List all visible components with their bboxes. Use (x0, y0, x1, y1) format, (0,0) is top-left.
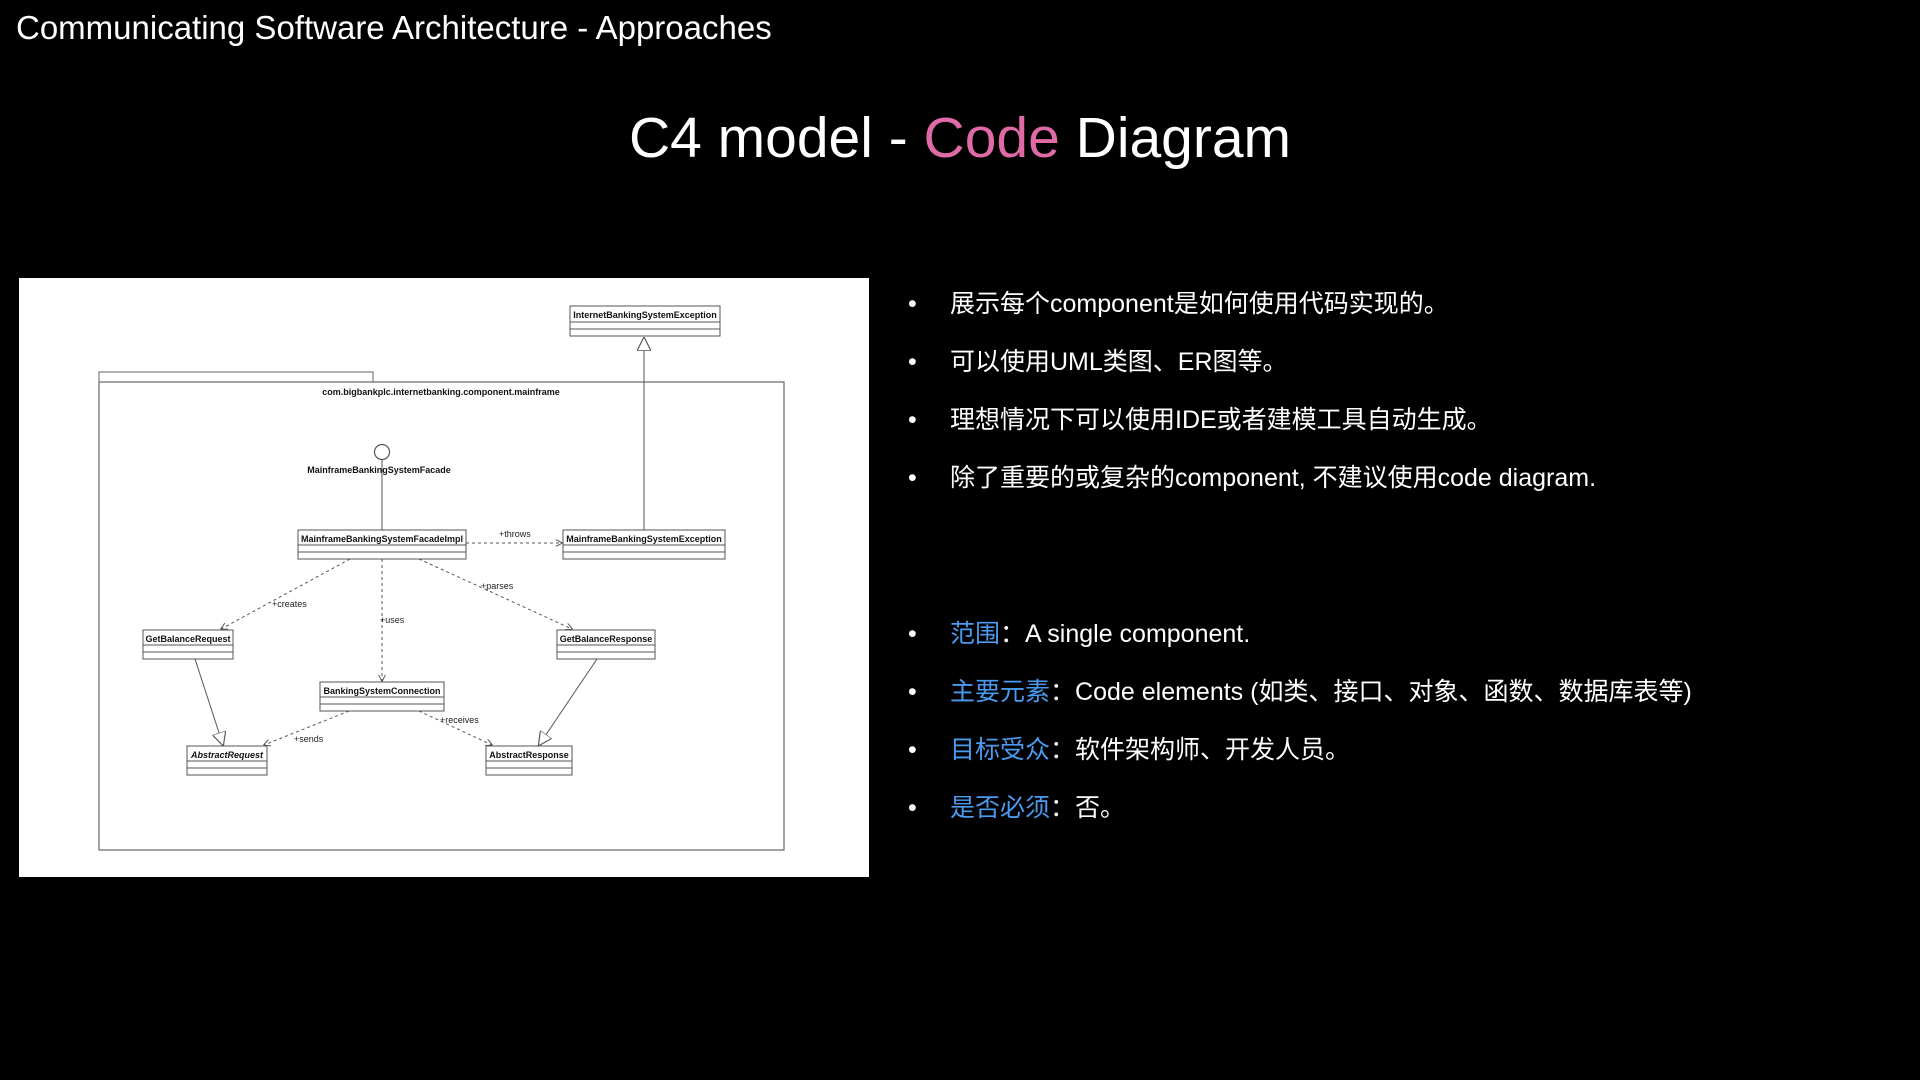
class-name: GetBalanceRequest (145, 634, 230, 644)
property-value: 软件架构师、开发人员。 (1075, 736, 1351, 764)
package-frame (98, 381, 785, 851)
bullet-dot: • (908, 678, 917, 706)
throws-label: +throws (499, 529, 531, 539)
deck-title: Communicating Software Architecture - Ap… (16, 9, 772, 46)
class-name: AbstractResponse (489, 750, 569, 760)
bullet-dot: • (908, 464, 917, 492)
property-item-required: • 是否必须：否。 (908, 792, 1908, 850)
inheritance-request-line (194, 658, 223, 745)
bullet-dot: • (908, 794, 917, 822)
creates-label: +creates (272, 599, 307, 609)
class-name: MainframeBankingSystemFacadeImpl (301, 534, 463, 544)
class-get-balance-request: GetBalanceRequest (142, 629, 234, 660)
property-value: A single component. (1025, 620, 1251, 648)
bullet-dot: • (908, 406, 917, 434)
uses-label: +uses (380, 615, 405, 625)
receives-label: +receives (440, 715, 479, 725)
uml-class-diagram: com.bigbankplc.internetbanking.component… (19, 278, 869, 877)
property-value: Code elements (如类、接口、对象、函数、数据库表等) (1075, 678, 1692, 706)
bullet-item: • 可以使用UML类图、ER图等。 (908, 346, 1908, 404)
property-item-elements: • 主要元素：Code elements (如类、接口、对象、函数、数据库表等) (908, 676, 1908, 734)
property-item-scope: • 范围：A single component. (908, 618, 1908, 676)
class-name: MainframeBankingSystemException (566, 534, 722, 544)
property-value: 否。 (1075, 794, 1126, 822)
property-term: 目标受众 (950, 736, 1051, 764)
bullet-dot: • (908, 348, 917, 376)
parses-dependency-line (418, 558, 572, 629)
package-tab (98, 371, 374, 383)
slide-title-suffix: Diagram (1059, 106, 1292, 170)
interface-mainframe-banking-system-facade: MainframeBankingSystemFacade (307, 443, 451, 475)
property-separator: ： (1050, 678, 1076, 706)
bullet-item: • 展示每个component是如何使用代码实现的。 (908, 288, 1908, 346)
property-bullets: •范围：A single component. •主要元素：Code eleme… (908, 618, 1908, 850)
property-separator: ： (1000, 620, 1026, 648)
description-bullets: • 展示每个component是如何使用代码实现的。 • 可以使用UML类图、ER图… (908, 288, 1908, 520)
bullet-item: • 理想情况下可以使用IDE或者建模工具自动生成。 (908, 404, 1908, 462)
class-abstract-request: AbstractRequest (186, 745, 268, 776)
property-term: 范围 (950, 620, 1001, 648)
creates-dependency-line (221, 558, 351, 629)
bullet-dot: • (908, 620, 917, 648)
parses-label: +parses (481, 581, 514, 591)
class-banking-system-connection: BankingSystemConnection (319, 681, 445, 712)
bullet-text: 可以使用UML类图、ER图等。 (950, 348, 1288, 376)
class-name: GetBalanceResponse (560, 634, 653, 644)
bullet-item: • 除了重要的或复杂的component, 不建议使用code diagram. (908, 462, 1908, 520)
class-get-balance-response: GetBalanceResponse (556, 629, 656, 660)
slide-title-accent: Code (923, 106, 1060, 170)
class-mainframe-banking-system-exception: MainframeBankingSystemException (562, 529, 726, 560)
package-name: com.bigbankplc.internetbanking.component… (322, 387, 560, 397)
class-mainframe-banking-system-facade-impl: MainframeBankingSystemFacadeImpl (297, 529, 467, 560)
class-name: AbstractRequest (190, 750, 264, 760)
property-item-audience: • 目标受众：软件架构师、开发人员。 (908, 734, 1908, 792)
class-abstract-response: AbstractResponse (485, 745, 573, 776)
property-separator: ： (1050, 736, 1076, 764)
property-separator: ： (1050, 794, 1076, 822)
class-name: BankingSystemConnection (323, 686, 440, 696)
receives-dependency-line (418, 710, 492, 745)
inheritance-response-line (539, 658, 598, 745)
class-name: InternetBankingSystemException (573, 310, 717, 320)
bullet-text: 展示每个component是如何使用代码实现的。 (950, 290, 1449, 318)
sends-label: +sends (294, 734, 324, 744)
slide-title: C4 model - Code Diagram (0, 104, 1920, 172)
class-internet-banking-system-exception: InternetBankingSystemException (569, 305, 721, 337)
slide-title-prefix: C4 model - (628, 106, 924, 170)
bullet-text: 理想情况下可以使用IDE或者建模工具自动生成。 (950, 406, 1492, 434)
uml-diagram-canvas: com.bigbankplc.internetbanking.component… (98, 305, 785, 851)
bullet-dot: • (908, 290, 917, 318)
bullet-text: 除了重要的或复杂的component, 不建议使用code diagram. (950, 464, 1597, 492)
property-term: 是否必须 (950, 794, 1051, 822)
bullet-dot: • (908, 736, 917, 764)
property-term: 主要元素 (950, 678, 1051, 706)
interface-name: MainframeBankingSystemFacade (307, 465, 451, 475)
